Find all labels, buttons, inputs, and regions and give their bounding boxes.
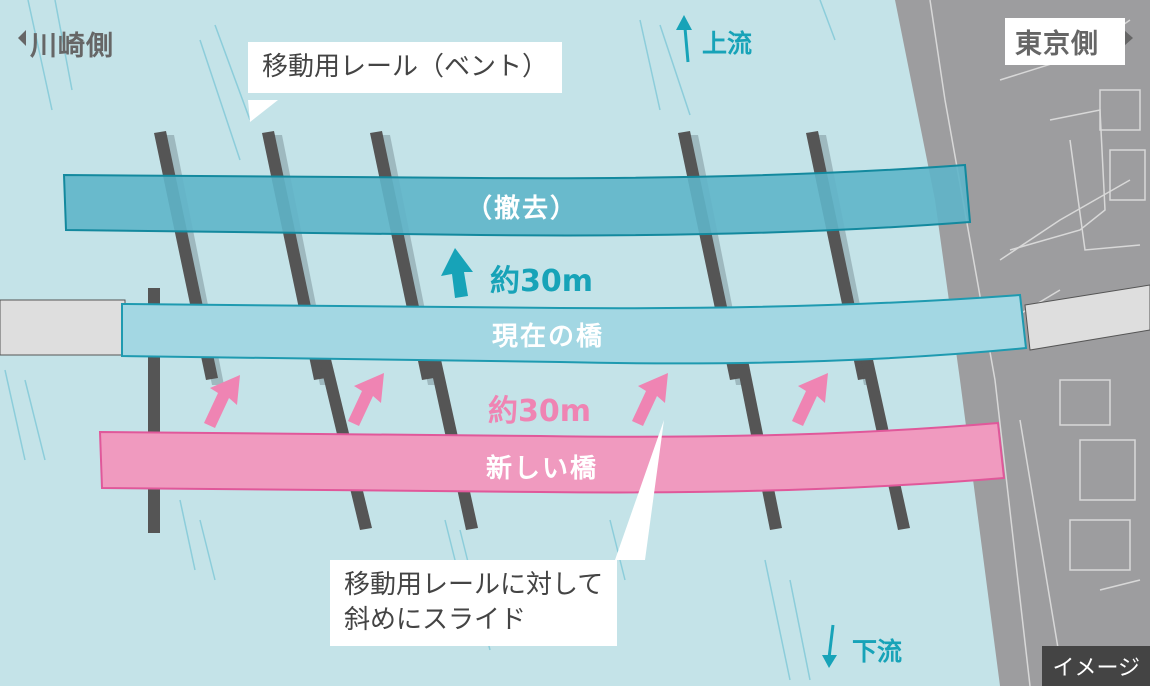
slide-callout: 移動用レールに対して 斜めにスライド <box>330 560 618 647</box>
city-blocks <box>929 0 1146 686</box>
tokyo-side-label: 東京側 <box>1005 18 1125 65</box>
slide-callout-line1: 移動用レールに対して <box>344 570 604 600</box>
left-triangle-icon <box>18 30 26 46</box>
current-bridge-label: 現在の橋 <box>492 322 605 352</box>
upper-distance-label: 約30m <box>490 264 594 299</box>
downstream-label: 下流 <box>852 637 903 666</box>
removed-bridge <box>62 163 972 237</box>
rail-callout-pointer <box>248 100 278 122</box>
kawasaki-side-label: 川崎側 <box>30 31 114 62</box>
slide-callout-line2: 斜めにスライド <box>344 605 527 636</box>
current-bridge <box>121 293 1028 365</box>
new-bridge <box>98 421 1006 494</box>
upstream-label: 上流 <box>702 29 753 58</box>
removed-bridge-label: （撤去） <box>466 194 579 224</box>
slide-arrows <box>204 373 828 428</box>
lower-distance-label: 約30m <box>488 394 592 429</box>
upstream-move-arrow <box>441 248 473 298</box>
right-triangle-icon <box>1124 30 1133 46</box>
rail-callout: 移動用レール（ベント） <box>248 42 563 94</box>
road-right <box>1024 284 1150 351</box>
image-badge: イメージ <box>1042 646 1150 686</box>
slide-callout-pointer <box>615 420 664 560</box>
road-left <box>0 299 126 356</box>
new-bridge-label: 新しい橋 <box>486 454 599 484</box>
flow-arrows <box>676 15 837 668</box>
